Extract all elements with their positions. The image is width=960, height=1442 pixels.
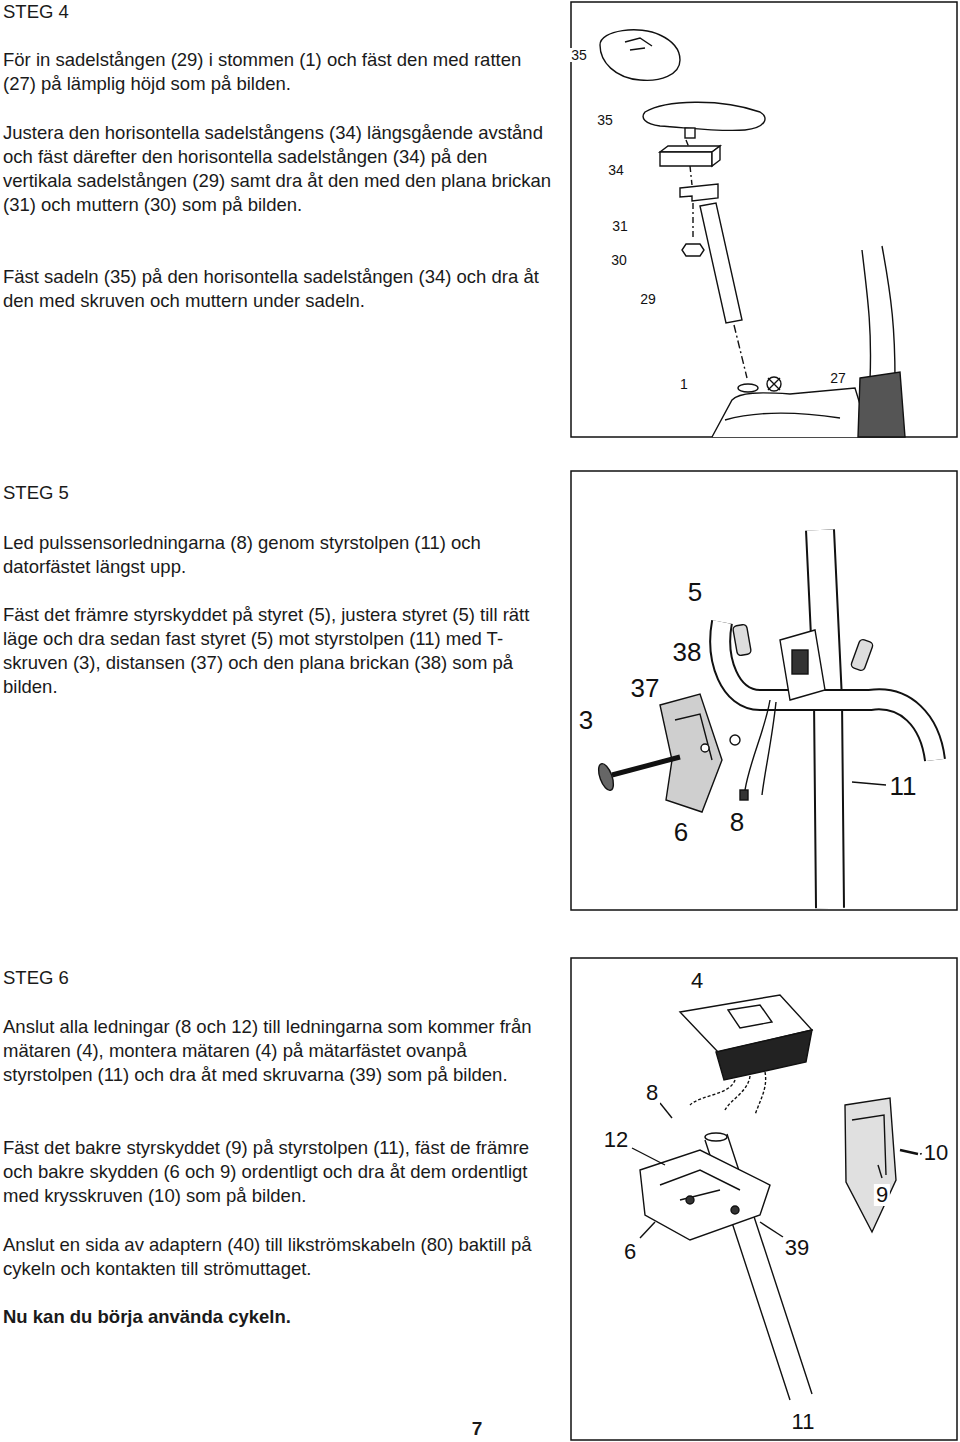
rear-cover [845, 1098, 896, 1232]
callout-number: 11 [790, 1411, 817, 1433]
front-cover [660, 694, 722, 812]
adjustment-knob [767, 377, 781, 391]
callout-number: 5 [686, 579, 704, 605]
callout-number: 3 [577, 707, 595, 733]
axis-line [690, 166, 692, 185]
callout-number: 8 [728, 809, 746, 835]
closing-note: Nu kan du börja använda cykeln. [3, 1305, 558, 1329]
meter-grille [716, 1030, 812, 1080]
callout-number: 35 [595, 113, 615, 127]
saddle-bolt [685, 128, 695, 138]
handlebar-assembly [596, 530, 935, 908]
meter-display [728, 1005, 772, 1028]
callout-number: 6 [672, 819, 690, 845]
instruction-text: Justera den horisontella sadelstångens (… [3, 121, 558, 217]
front-assembly [640, 1150, 770, 1240]
screw [731, 1206, 739, 1214]
instruction-text: Fäst sadeln (35) på den horisontella sad… [3, 265, 558, 313]
axis-line [692, 203, 693, 238]
callout-number: 6 [622, 1241, 638, 1263]
callout-number: 9 [874, 1184, 890, 1206]
post-top [705, 1133, 727, 1141]
step-heading: STEG 4 [3, 0, 69, 24]
sensor-wires [745, 700, 776, 795]
leader-line [660, 1103, 672, 1118]
t-screw-handle [596, 762, 617, 792]
callout-number: 29 [638, 292, 658, 306]
callout-number: 30 [609, 253, 629, 267]
frame-detail [725, 413, 840, 420]
instruction-text: Led pulssensorledningarna (8) genom styr… [3, 531, 558, 579]
leader-line [878, 1165, 882, 1178]
pulse-sensor [733, 624, 752, 656]
instruction-text: Anslut en sida av adaptern (40) till lik… [3, 1233, 558, 1281]
bracket-slot [792, 650, 808, 674]
bar-side [712, 146, 720, 166]
cover-detail [675, 714, 712, 760]
callout-number: 12 [602, 1129, 630, 1151]
pulse-sensor [850, 639, 873, 672]
nut [682, 244, 704, 256]
wire-plug [740, 790, 748, 800]
handlebar-inner [720, 622, 935, 760]
instruction-text: Fäst det bakre styrskyddet (9) på styrst… [3, 1136, 558, 1208]
callout-number: 1 [678, 377, 690, 391]
instruction-text: För in sadelstången (29) i stommen (1) o… [3, 48, 558, 96]
callout-number: 8 [644, 1082, 660, 1104]
main-frame [712, 388, 870, 437]
assembly-detail [660, 1170, 740, 1200]
meter-wires [690, 1072, 766, 1115]
horizontal-bar [660, 152, 712, 166]
t-screw-shaft [612, 757, 680, 775]
leader-line [852, 782, 886, 785]
flat-washer [730, 735, 740, 745]
spacer [701, 744, 709, 752]
post-inner [820, 530, 830, 908]
saddle [643, 102, 765, 130]
cross-screw [900, 1150, 918, 1154]
cover-detail [852, 1115, 886, 1175]
post-outline [820, 530, 830, 908]
computer-bracket [780, 630, 825, 700]
step5-frame [571, 471, 957, 910]
callout-number: 4 [689, 970, 705, 992]
callout-number: 35 [569, 48, 589, 62]
callout-number: 34 [606, 163, 626, 177]
saddle-top-view [600, 30, 680, 81]
bar-top [660, 146, 720, 152]
callout-number: 27 [828, 371, 848, 385]
handlebar-post [862, 246, 895, 380]
axis-line [734, 325, 747, 378]
meter-assembly [632, 995, 925, 1400]
handlebar-outline [720, 622, 935, 760]
leader-line [640, 1222, 655, 1238]
instruction-text: Anslut alla ledningar (8 och 12) till le… [3, 1015, 558, 1087]
flat-washer-bracket [680, 184, 718, 201]
step4-frame [571, 2, 957, 437]
post-base [858, 372, 905, 437]
callout-number: 38 [671, 639, 704, 665]
callout-number: 11 [888, 773, 919, 799]
step6-frame [571, 958, 957, 1440]
leader-line [760, 1222, 783, 1237]
callout-number: 10 [922, 1142, 950, 1164]
step-heading: STEG 6 [3, 966, 69, 990]
callout-number: 39 [783, 1237, 811, 1259]
vertical-seat-post [700, 203, 742, 323]
knob-grip [768, 378, 780, 390]
screw [686, 1196, 694, 1204]
handlebar-parts [596, 624, 886, 812]
callout-number: 37 [629, 675, 662, 701]
callout-number: 31 [610, 219, 630, 233]
illustration-frames [571, 2, 957, 1440]
seat-assembly [600, 30, 905, 437]
step-heading: STEG 5 [3, 481, 69, 505]
saddle-clamp [625, 38, 652, 50]
frame-opening [738, 384, 758, 392]
instruction-text: Fäst det främre styrskyddet på styret (5… [3, 603, 558, 699]
leader-line [632, 1148, 665, 1165]
page-number: 7 [472, 1419, 483, 1438]
